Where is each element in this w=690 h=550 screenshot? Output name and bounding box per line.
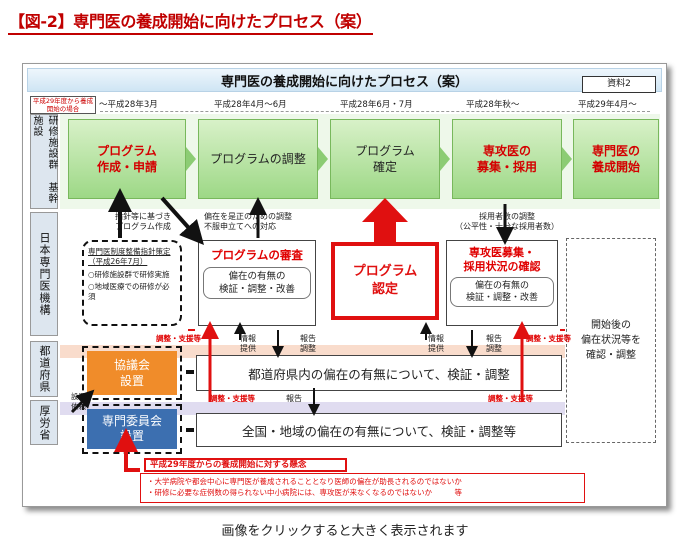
prefecture-bar[interactable]: 都道府県内の偏在の有無について、検証・調整 — [196, 355, 562, 391]
diagram-title: 専門医の養成開始に向けたプロセス（案） — [220, 75, 468, 90]
timeline-1: ～平成28年3月 — [99, 100, 158, 110]
stage-arrow — [186, 147, 196, 171]
adjust-support-label: 調整・支援等 — [526, 334, 571, 343]
caption: 画像をクリックすると大きく表示されます — [221, 524, 469, 539]
report-label: 報告 — [286, 394, 302, 403]
recruit-check-box[interactable]: 専攻医募集・ 採用状況の確認 偏在の有無の 検証・調整・改善 — [446, 240, 558, 326]
adjust-support-label: 調整・支援等 — [156, 334, 201, 343]
arrow-certify-up — [362, 198, 408, 242]
adjust-reason-note: 偏在を是正のための調整 不服申立てへの対応 — [204, 212, 292, 231]
arrow-setup-request — [70, 389, 95, 414]
guideline-box: 専門医制度整備指針策定（平成26年7月） ○研修施設群で研修実施 ○地域医療での… — [82, 240, 182, 326]
council-frame: 協議会 設置 — [82, 346, 182, 400]
timeline-4: 平成28年秋～ — [466, 100, 520, 110]
stage-training-start[interactable]: 専門医の 養成開始 — [573, 119, 659, 199]
adjust-support-label: 調整・支援等 — [488, 394, 533, 403]
report-adjust-label: 報告 調整 — [486, 334, 502, 353]
row-label-training-facility: 研修施設群 基幹施設 — [30, 114, 58, 209]
post-start-box[interactable]: 開始後の 偏在状況等を 確認・調整 — [566, 238, 656, 443]
adjust-support-label: 調整・支援等 — [210, 394, 255, 403]
stage-program-confirm[interactable]: プログラム 確定 — [330, 119, 440, 199]
row-label-mhlw: 厚労省 — [30, 400, 58, 445]
guideline-item: ○地域医療での研修が必須 — [88, 282, 170, 301]
start-note: 平成29年度から養成開始の場合 — [30, 96, 96, 114]
timeline-line — [100, 111, 650, 112]
heading-divider — [8, 33, 373, 35]
arrow-concern-up — [114, 428, 140, 472]
timeline-3: 平成28年6月・7月 — [340, 100, 413, 110]
program-review-box[interactable]: プログラムの審査 偏在の有無の 検証・調整・改善 — [198, 240, 316, 326]
stage-arrow — [562, 147, 572, 171]
material-label: 資料2 — [582, 76, 656, 93]
guideline-item: ○研修施設群で研修実施 — [88, 270, 170, 279]
program-certify-box[interactable]: プログラム 認定 — [331, 242, 439, 320]
concern-item: ・研修に必要な症例数の得られない中小病院には、専攻医が来なくなるのではないか 等 — [147, 488, 462, 497]
program-review-title: プログラムの審査 — [211, 248, 303, 262]
stage-arrow — [440, 147, 450, 171]
info-provide-label: 情報 提供 — [240, 334, 256, 353]
concern-box[interactable]: ・大学病院や都会中心に専門医が養成されることとなり医師の偏在が助長されるのではな… — [140, 473, 585, 503]
recruit-check-title: 専攻医募集・ 採用状況の確認 — [463, 246, 541, 273]
guideline-note: 指針等に基づき プログラム作成 — [115, 212, 171, 231]
concern-item: ・大学病院や都会中心に専門医が養成されることとなり医師の偏在が助長されるのではな… — [147, 477, 462, 486]
guideline-title: 専門医制度整備指針策定（平成26年7月） — [88, 247, 171, 266]
row-label-prefecture: 都道府県 — [30, 341, 58, 397]
stage-program-adjust[interactable]: プログラムの調整 — [198, 119, 318, 199]
concern-title: 平成29年度からの養成開始に対する懸念 — [144, 458, 347, 472]
info-provide-label: 情報 提供 — [428, 334, 444, 353]
stage-recruitment[interactable]: 専攻医の 募集・採用 — [452, 119, 562, 199]
page-heading: 【図-2】専門医の養成開始に向けたプロセス（案） — [9, 12, 372, 31]
timeline-5: 平成29年4月～ — [578, 100, 637, 110]
diagram-title-bar — [27, 68, 662, 92]
arrow-to-review — [160, 196, 205, 245]
report-adjust-label: 報告 調整 — [300, 334, 316, 353]
stage-arrow — [318, 147, 328, 171]
recruit-adjust-note: 採用者数の調整 （公平性・十分な採用者数） — [455, 212, 559, 231]
stage-program-creation[interactable]: プログラム 作成・申請 — [68, 119, 186, 199]
row-label-japan-board: 日本専門医機構 — [30, 212, 58, 336]
program-review-sub: 偏在の有無の 検証・調整・改善 — [203, 267, 311, 299]
national-bar[interactable]: 全国・地域の偏在の有無について、検証・調整等 — [196, 413, 562, 447]
recruit-check-sub: 偏在の有無の 検証・調整・改善 — [450, 277, 554, 307]
prefecture-stripe — [60, 345, 565, 358]
timeline-2: 平成28年4月～6月 — [214, 100, 287, 110]
council-box[interactable]: 協議会 設置 — [87, 351, 177, 395]
